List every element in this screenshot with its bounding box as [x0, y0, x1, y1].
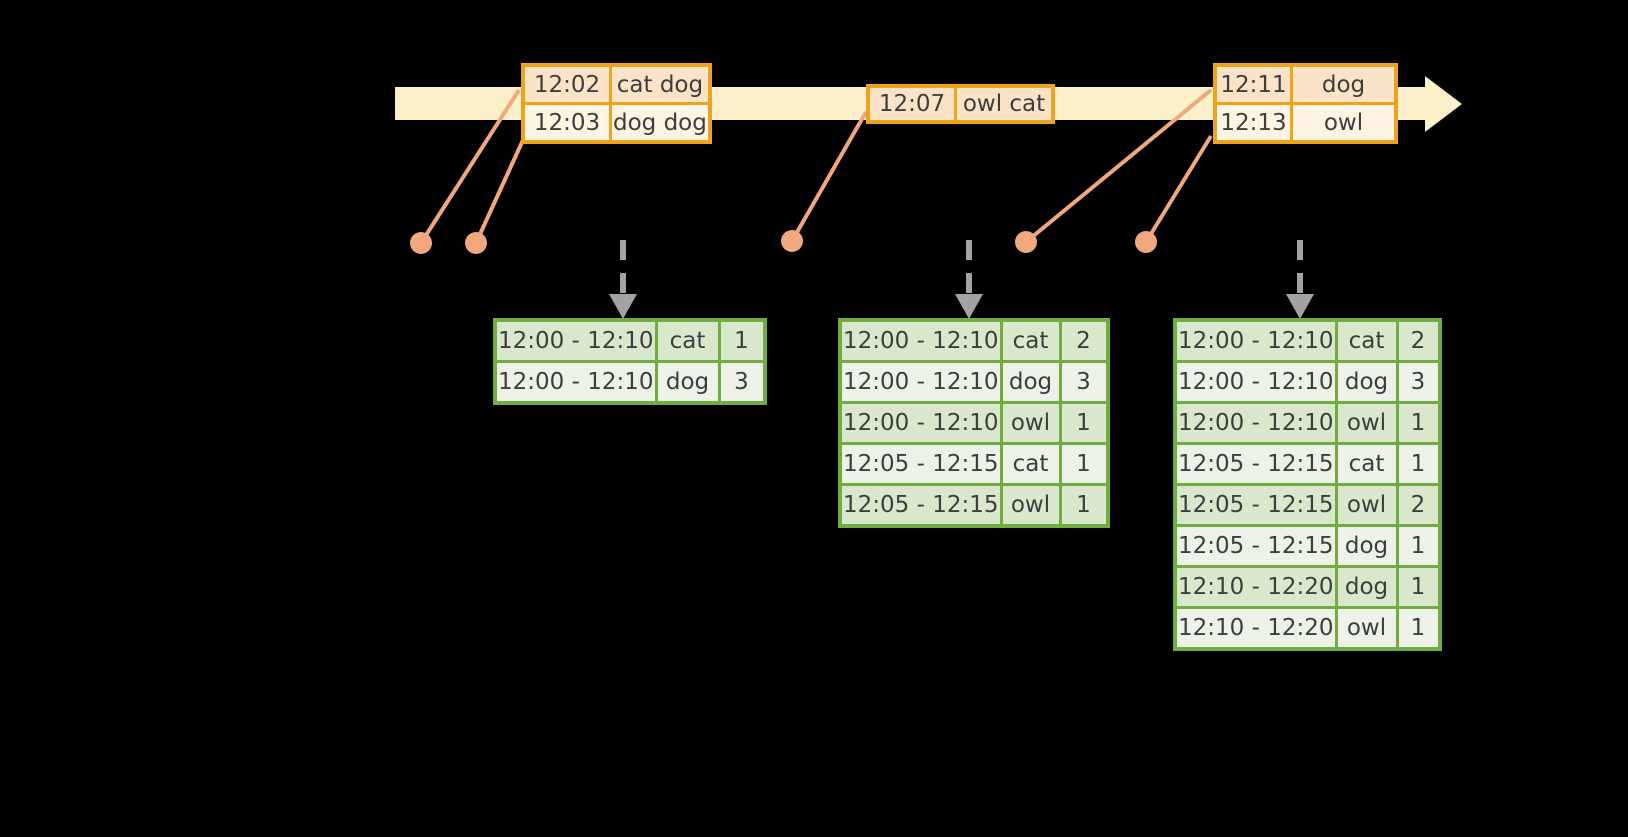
event-dot-12-13 [1135, 231, 1157, 253]
table-cell: owl [999, 401, 1062, 445]
table-cell: 12:10 - 12:20 [1173, 606, 1338, 651]
table-cell: 2 [1395, 318, 1441, 363]
table-cell: cat [999, 318, 1062, 363]
table-cell: 12:00 - 12:10 [493, 360, 658, 405]
connector-line-12-11 [1024, 88, 1213, 244]
table-cell: 12:00 - 12:10 [1173, 360, 1338, 404]
table-cell: owl [999, 483, 1062, 528]
table-cell: 12:10 - 12:20 [1173, 565, 1338, 609]
table-cell: owl [1334, 483, 1399, 527]
table-cell: cat [654, 318, 721, 363]
timeline-arrowhead-icon [1425, 76, 1462, 132]
event-dot-12-02 [410, 232, 432, 254]
dashed-arrowhead-icon-2 [955, 294, 983, 319]
table-cell: 1 [1058, 483, 1109, 528]
connector-line-12-07 [790, 111, 868, 242]
table-cell: 1 [717, 318, 766, 363]
table-cell: cat dog [608, 63, 712, 105]
table-cell: cat [999, 442, 1062, 486]
event-dot-12-11 [1015, 231, 1037, 253]
connector-line-12-13 [1144, 134, 1213, 244]
table-cell: 12:11 [1213, 63, 1293, 105]
table-cell: 12:00 - 12:10 [838, 318, 1003, 363]
table-cell: dog [1290, 63, 1398, 105]
table-cell: cat [1334, 442, 1399, 486]
dashed-arrowhead-icon-3 [1286, 294, 1314, 319]
dashed-arrowhead-icon-1 [609, 294, 637, 319]
table-cell: 12:07 [866, 84, 957, 124]
table-cell: dog [1334, 565, 1399, 609]
table-cell: 1 [1395, 401, 1441, 445]
table-cell: dog [1334, 524, 1399, 568]
table-cell: 1 [1395, 442, 1441, 486]
table-cell: 1 [1058, 401, 1109, 445]
table-cell: 1 [1395, 524, 1441, 568]
table-cell: owl cat [954, 84, 1055, 124]
table-cell: owl [1334, 401, 1399, 445]
table-cell: 12:05 - 12:15 [1173, 524, 1338, 568]
table-cell: 12:00 - 12:10 [493, 318, 658, 363]
event-dot-12-07 [781, 230, 803, 252]
table-cell: 12:05 - 12:15 [1173, 442, 1338, 486]
table-cell: dog [1334, 360, 1399, 404]
table-cell: 1 [1395, 606, 1441, 651]
table-cell: dog dog [608, 102, 712, 144]
table-cell: 12:05 - 12:15 [838, 442, 1003, 486]
table-cell: 12:00 - 12:10 [838, 360, 1003, 404]
table-cell: cat [1334, 318, 1399, 363]
table-cell: 12:00 - 12:10 [1173, 318, 1338, 363]
table-cell: 12:03 [521, 102, 612, 144]
connector-line-12-02 [419, 88, 521, 245]
table-cell: 12:02 [521, 63, 612, 105]
table-cell: 3 [1058, 360, 1109, 404]
table-cell: 3 [717, 360, 766, 405]
table-cell: 1 [1058, 442, 1109, 486]
table-cell: 12:05 - 12:15 [1173, 483, 1338, 527]
table-cell: 12:05 - 12:15 [838, 483, 1003, 528]
table-cell: 12:13 [1213, 102, 1293, 144]
table-cell: 12:00 - 12:10 [1173, 401, 1338, 445]
table-cell: owl [1334, 606, 1399, 651]
table-cell: dog [999, 360, 1062, 404]
table-cell: 12:00 - 12:10 [838, 401, 1003, 445]
table-cell: owl [1290, 102, 1398, 144]
table-cell: dog [654, 360, 721, 405]
table-cell: 1 [1395, 565, 1441, 609]
table-cell: 2 [1058, 318, 1109, 363]
connector-line-12-03 [474, 139, 525, 244]
table-cell: 2 [1395, 483, 1441, 527]
table-cell: 3 [1395, 360, 1441, 404]
event-dot-12-03 [465, 232, 487, 254]
